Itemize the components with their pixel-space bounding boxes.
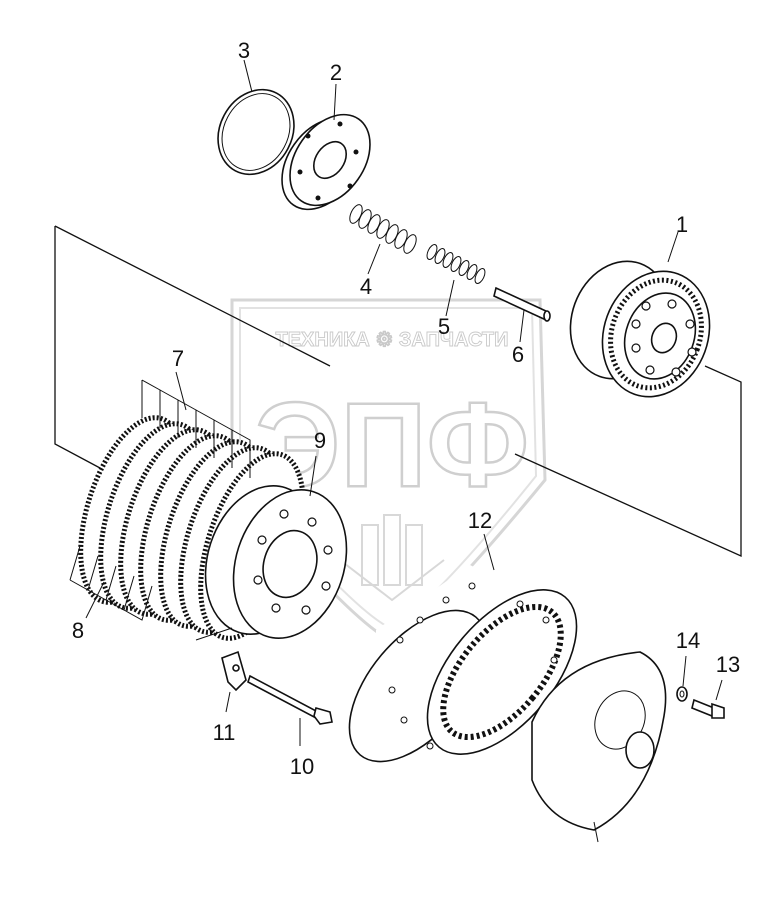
callout-1: 1	[676, 212, 688, 237]
callout-5: 5	[438, 314, 450, 339]
part-6-pin	[493, 286, 551, 322]
callout-14: 14	[676, 628, 700, 653]
part-12-housing	[348, 533, 578, 800]
part-10-bolt	[247, 674, 333, 746]
callout-13: 13	[716, 652, 740, 677]
part-9-piston	[204, 455, 348, 639]
callout-2: 2	[330, 60, 342, 85]
part-8-leaders	[69, 545, 153, 621]
cover-plate	[531, 651, 667, 843]
assembly-lines	[54, 225, 742, 558]
part-13-bolt	[691, 679, 725, 719]
part-2-plate	[281, 113, 371, 211]
callout-labels: 1 2 3 4 5 6 7 8 9 10 11 12 13 14	[72, 38, 740, 779]
part-11-lockplate	[195, 627, 247, 713]
callout-7: 7	[172, 346, 184, 371]
callout-12: 12	[468, 508, 492, 533]
part-3-oring	[217, 88, 295, 176]
callout-leaders	[243, 59, 679, 343]
callout-9: 9	[314, 428, 326, 453]
part-14-washer	[676, 655, 688, 702]
callout-6: 6	[512, 342, 524, 367]
callout-11: 11	[213, 720, 236, 745]
callout-10: 10	[290, 754, 314, 779]
watermark-line: ТЕХНИКА ⚙ ЗАПЧАСТИ	[275, 329, 508, 351]
part-7-leaders	[141, 371, 251, 478]
part-1-hub	[569, 260, 711, 398]
part-4-spring	[349, 204, 417, 254]
part-5-spring	[426, 244, 486, 284]
callout-3: 3	[238, 38, 250, 63]
callout-8: 8	[72, 618, 84, 643]
callout-4: 4	[360, 274, 372, 299]
